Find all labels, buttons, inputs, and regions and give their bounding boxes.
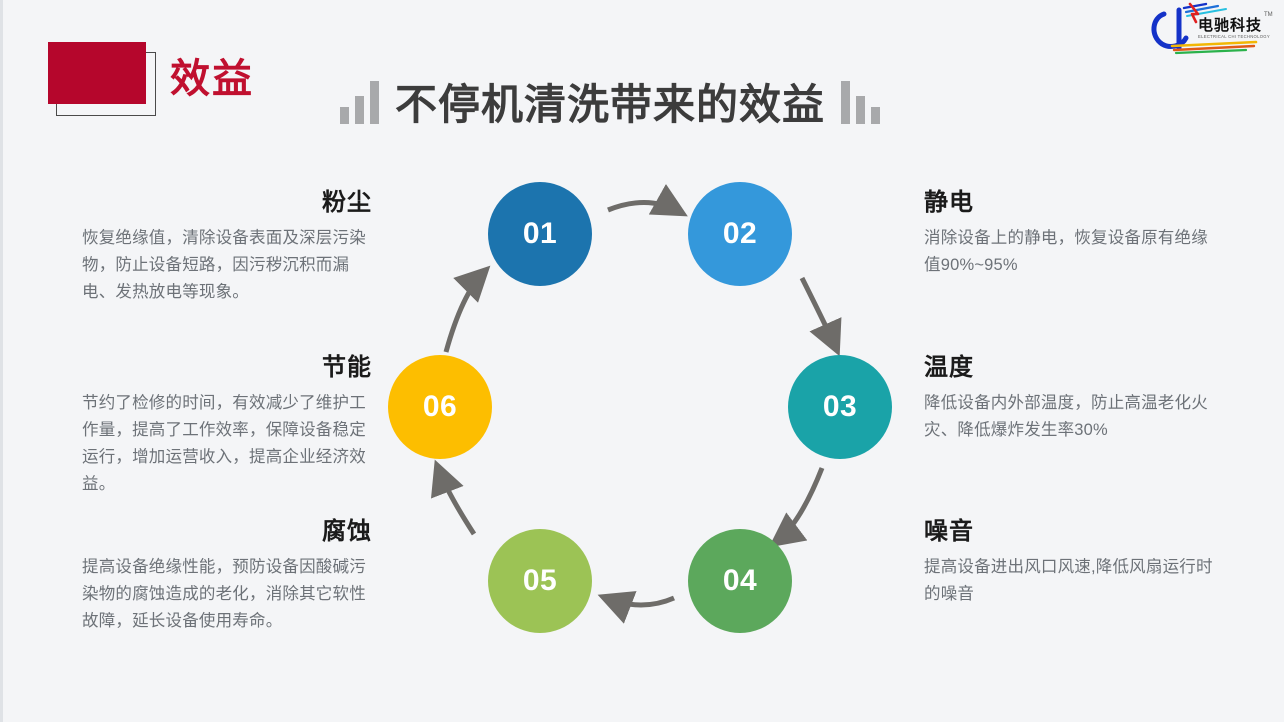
svg-text:TM: TM: [1264, 12, 1273, 18]
text-block-temperature-heading: 温度: [924, 354, 974, 381]
text-block-dust-body: 恢复绝缘值，清除设备表面及深层污染物，防止设备短路，因污秽沉积而漏电、发热放电等…: [82, 229, 366, 301]
cycle-node-03[interactable]: 03: [788, 355, 892, 459]
text-block-corrosion: 腐蚀 提高设备绝缘性能，预防设备因酸碱污染物的腐蚀造成的老化，消除其它软性故障，…: [82, 511, 372, 635]
arrow-04-to-05: [597, 591, 676, 624]
text-block-dust-heading: 粉尘: [322, 189, 372, 216]
cycle-node-04[interactable]: 04: [688, 529, 792, 633]
page-title-row: 不停机清洗带来的效益: [340, 68, 881, 128]
arrow-06-to-01: [443, 265, 491, 353]
text-block-noise-heading: 噪音: [924, 518, 974, 545]
text-block-energy-body: 节约了检修的时间，有效减少了维护工作量，提高了工作效率，保障设备稳定运行，增加运…: [82, 394, 366, 493]
arrow-05-to-06: [431, 459, 477, 536]
svg-text:ELECTRICAL CHI TECHNOLOGY: ELECTRICAL CHI TECHNOLOGY: [1198, 34, 1270, 39]
company-logo: 电驰科技 ELECTRICAL CHI TECHNOLOGY TM: [1146, 2, 1278, 60]
arrow-02-to-03: [799, 276, 842, 357]
text-block-static: 静电 消除设备上的静电，恢复设备原有绝缘值90%~95%: [924, 182, 1214, 279]
text-block-noise: 噪音 提高设备进出风口风速,降低风扇运行时的噪音: [924, 511, 1214, 608]
text-block-energy: 节能 节约了检修的时间，有效减少了维护工作量，提高了工作效率，保障设备稳定运行，…: [82, 347, 372, 498]
text-block-energy-heading: 节能: [322, 354, 372, 381]
left-edge-rule: [0, 0, 3, 722]
cycle-node-01[interactable]: 01: [488, 182, 592, 286]
text-block-temperature-body: 降低设备内外部温度，防止高温老化火灾、降低爆炸发生率30%: [924, 394, 1208, 439]
text-block-corrosion-body: 提高设备绝缘性能，预防设备因酸碱污染物的腐蚀造成的老化，消除其它软性故障，延长设…: [82, 558, 366, 630]
ascending-bars-icon: [340, 80, 379, 128]
text-block-noise-body: 提高设备进出风口风速,降低风扇运行时的噪音: [924, 558, 1213, 603]
cycle-node-02[interactable]: 02: [688, 182, 792, 286]
logo-artwork: 电驰科技 ELECTRICAL CHI TECHNOLOGY TM: [1151, 2, 1273, 55]
badge-filled-square: [48, 42, 146, 104]
cycle-diagram: 01 02 03 04 05 06: [370, 160, 910, 680]
text-block-static-body: 消除设备上的静电，恢复设备原有绝缘值90%~95%: [924, 229, 1208, 274]
text-block-temperature: 温度 降低设备内外部温度，防止高温老化火灾、降低爆炸发生率30%: [924, 347, 1214, 444]
arrow-03-to-04: [768, 467, 825, 548]
section-badge: [48, 42, 168, 120]
page-title: 不停机清洗带来的效益: [395, 81, 826, 128]
text-block-dust: 粉尘 恢复绝缘值，清除设备表面及深层污染物，防止设备短路，因污秽沉积而漏电、发热…: [82, 182, 372, 306]
section-badge-label: 效益: [170, 57, 254, 101]
cycle-node-05[interactable]: 05: [488, 529, 592, 633]
text-block-corrosion-heading: 腐蚀: [322, 518, 372, 545]
text-block-static-heading: 静电: [924, 189, 974, 216]
descending-bars-icon: [841, 80, 881, 128]
cycle-node-06[interactable]: 06: [388, 355, 492, 459]
svg-text:电驰科技: 电驰科技: [1198, 16, 1262, 34]
arrow-01-to-02: [607, 184, 688, 217]
